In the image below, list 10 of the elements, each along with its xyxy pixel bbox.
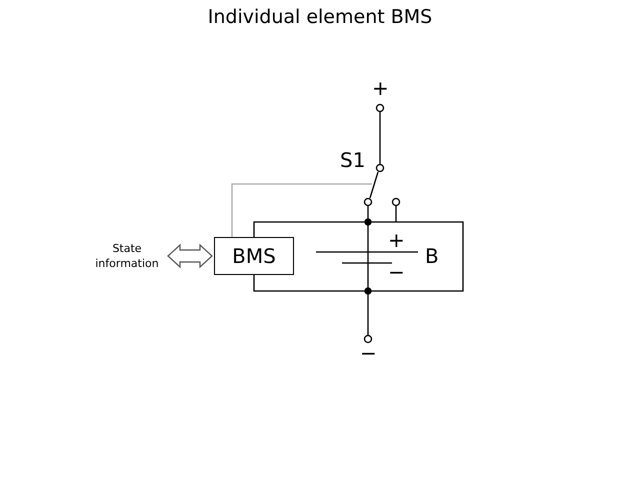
title: Individual element BMS <box>206 8 434 27</box>
polarity-sign: + <box>388 230 405 250</box>
component-label: B <box>425 246 439 266</box>
switch-label: S1 <box>340 150 366 170</box>
state-information-label: State information <box>88 242 166 272</box>
bms-block: BMS <box>214 237 294 275</box>
double-arrow <box>167 244 213 268</box>
polarity-sign: + <box>372 78 389 98</box>
polarity-sign: − <box>360 343 377 363</box>
polarity-sign: − <box>388 262 405 282</box>
